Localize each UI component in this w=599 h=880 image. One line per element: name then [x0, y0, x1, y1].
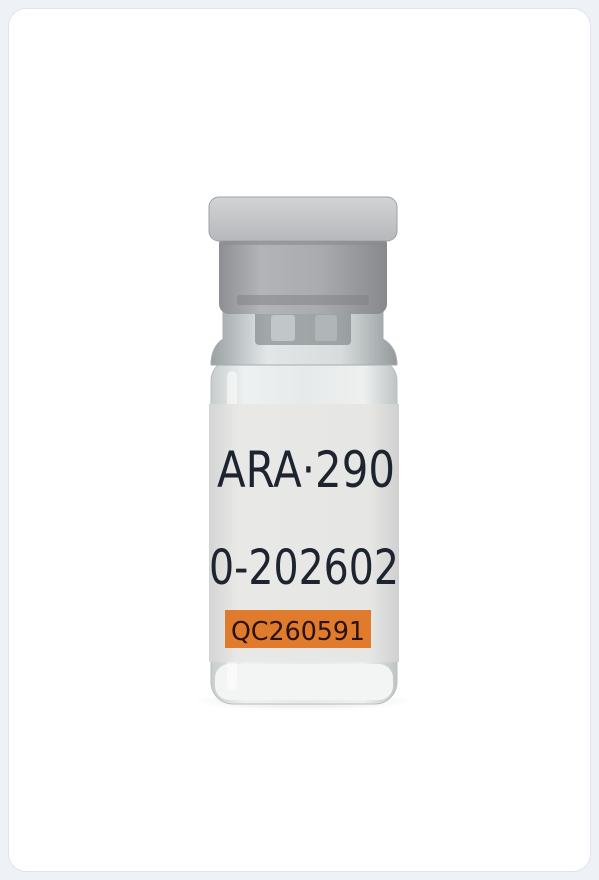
label-line-1: ARA·290 — [217, 441, 395, 499]
qc-sticker — [225, 610, 371, 648]
vial-label: ARA·290 0-202602 QC260591 — [209, 404, 399, 662]
qc-code: QC260591 — [231, 617, 365, 647]
vial-photo: ARA·290 0-202602 QC260591 — [193, 196, 413, 711]
vial-neck — [210, 308, 398, 366]
product-image-card: ARA·290 0-202602 QC260591 — [8, 8, 591, 872]
label-line-2: 0-202602 — [209, 540, 399, 596]
vial-cap — [208, 196, 398, 314]
